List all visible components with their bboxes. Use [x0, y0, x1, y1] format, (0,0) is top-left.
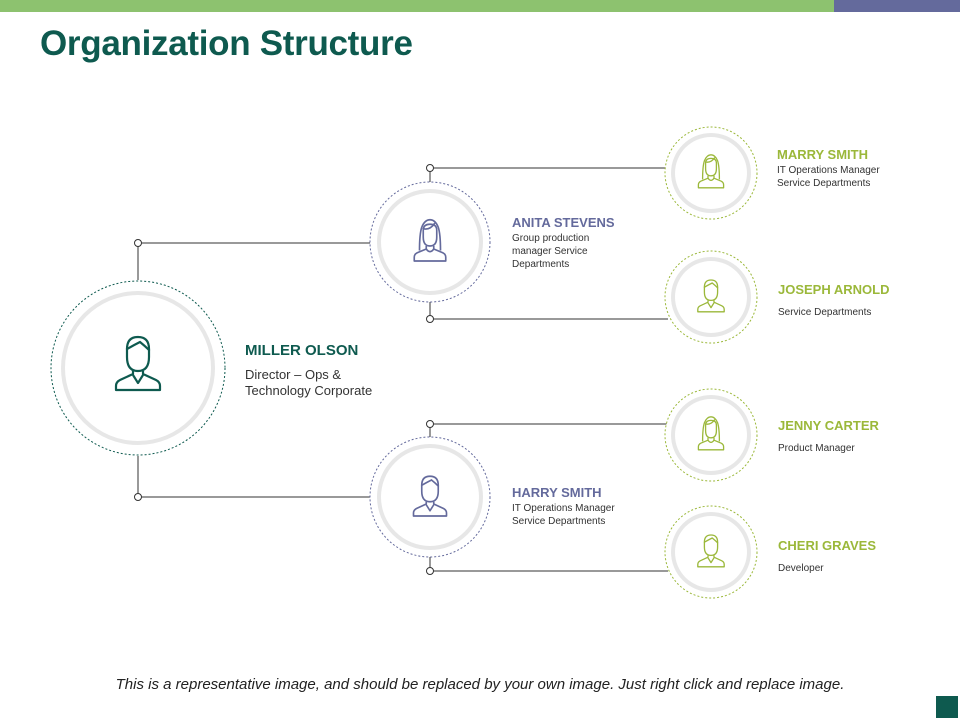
connector-dots [134, 164, 434, 575]
report-name: JOSEPH ARNOLD [778, 282, 890, 297]
manager-1-label: ANITA STEVENS Group production manager S… [512, 215, 622, 271]
top-accent-bar-green [0, 0, 834, 12]
node-report-2 [664, 250, 758, 344]
manager-2-label: HARRY SMITH IT Operations Manager Servic… [512, 485, 622, 528]
node-root [50, 280, 226, 456]
report-role: IT Operations Manager Service Department… [777, 165, 880, 189]
report-role: Product Manager [778, 443, 855, 454]
report-4-label: CHERI GRAVES Developer [778, 538, 888, 575]
top-accent-bar-blue [834, 0, 960, 12]
report-name: MARRY SMITH [777, 147, 868, 162]
root-label: MILLER OLSON Director – Ops & Technology… [245, 342, 405, 399]
manager-name: HARRY SMITH [512, 485, 602, 500]
manager-role: IT Operations Manager Service Department… [512, 503, 615, 527]
node-report-3 [664, 388, 758, 482]
root-role: Director – Ops & Technology Corporate [245, 367, 373, 398]
node-manager-1 [369, 181, 491, 303]
node-report-4 [664, 505, 758, 599]
report-3-label: JENNY CARTER Product Manager [778, 418, 888, 455]
manager-role: Group production manager Service Departm… [512, 233, 590, 270]
report-role: Service Departments [778, 307, 872, 318]
corner-square [936, 696, 958, 718]
node-manager-2 [369, 436, 491, 558]
report-name: JENNY CARTER [778, 418, 879, 433]
report-role: Developer [778, 563, 824, 574]
root-name: MILLER OLSON [245, 342, 359, 359]
report-2-label: JOSEPH ARNOLD Service Departments [778, 282, 889, 319]
report-name: CHERI GRAVES [778, 538, 876, 553]
manager-name: ANITA STEVENS [512, 215, 615, 230]
node-report-1 [664, 126, 758, 220]
report-1-label: MARRY SMITH IT Operations Manager Servic… [777, 147, 887, 190]
footer-note: This is a representative image, and shou… [115, 676, 845, 693]
page-title: Organization Structure [40, 24, 413, 63]
